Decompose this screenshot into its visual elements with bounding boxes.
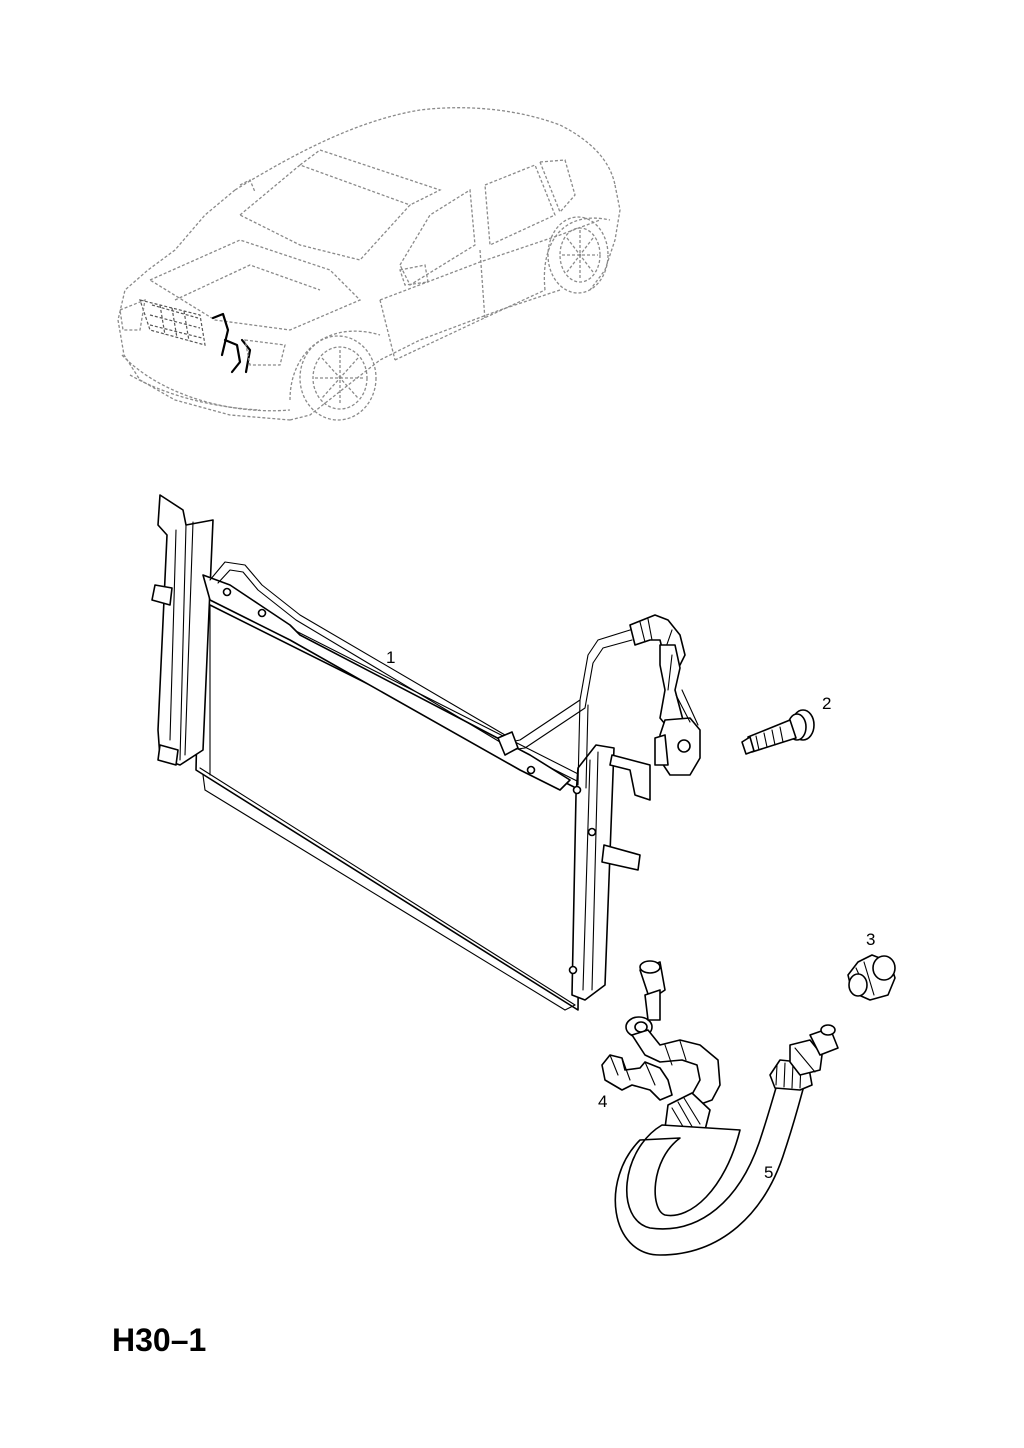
clip-icon [601,1054,673,1101]
hose-icon [614,960,839,1256]
callout-2: 2 [822,694,831,713]
callout-4: 4 [598,1092,607,1111]
page-code: H30–1 [112,1322,207,1358]
radiator-cooler-with-lines-icon [151,494,701,1011]
bolt-icon [741,709,815,755]
car-overview-icon [117,107,621,421]
callout-1: 1 [386,648,395,667]
cap-nut-icon [847,954,896,1001]
callout-3: 3 [866,930,875,949]
callout-5: 5 [764,1163,773,1182]
